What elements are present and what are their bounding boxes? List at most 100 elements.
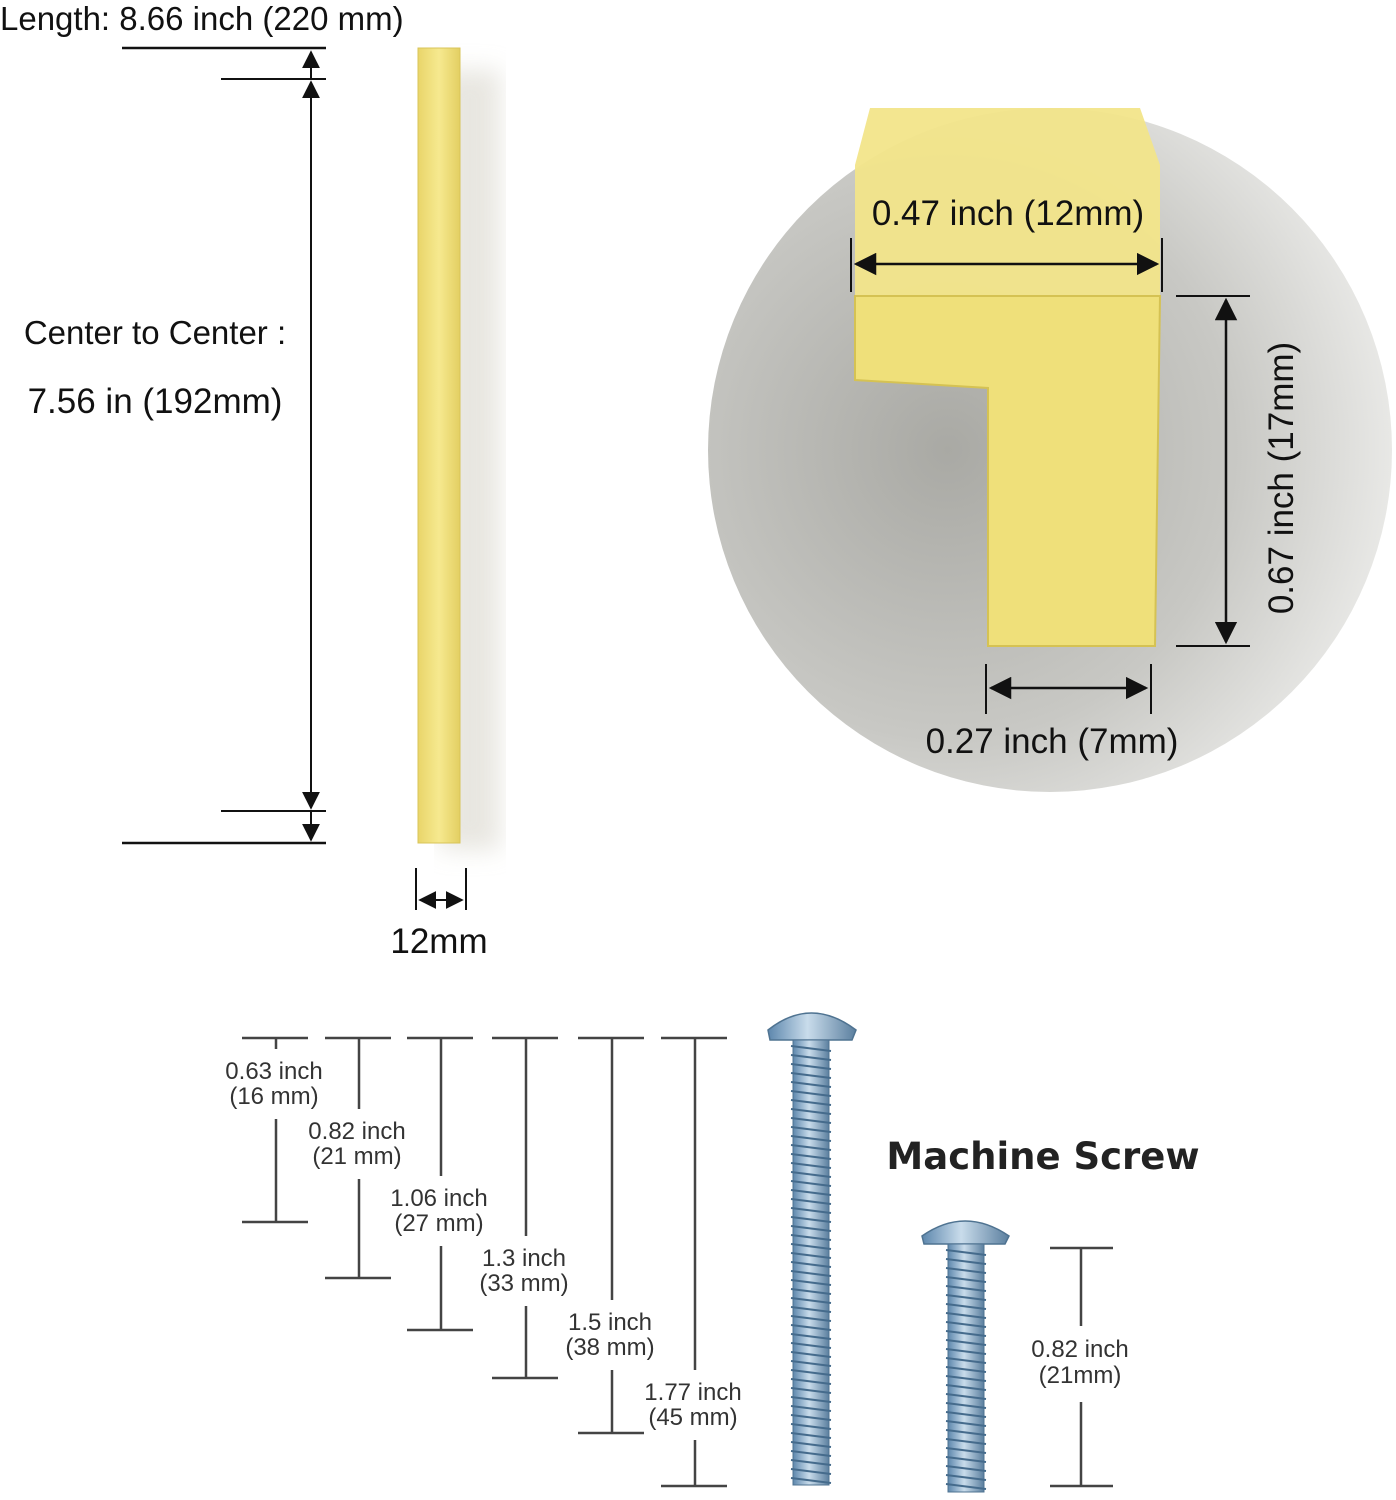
screw-thread — [945, 1321, 987, 1328]
screw-thread — [945, 1483, 987, 1490]
screw-thread — [945, 1456, 987, 1463]
screw-thread — [790, 1369, 832, 1376]
profile-l-shape — [854, 295, 1162, 647]
profile-height-label: 0.67 inch (17mm) — [1262, 342, 1301, 614]
screw-length-mm-label: (38 mm) — [565, 1334, 654, 1361]
screw-thread — [790, 1207, 832, 1214]
long-screw — [767, 1012, 857, 1486]
screw-thread — [790, 1234, 832, 1241]
long-screw-threads — [790, 1045, 832, 1484]
screw-thread — [945, 1330, 987, 1337]
screw-thread — [945, 1366, 987, 1373]
screw-length-mm-label: (33 mm) — [479, 1270, 568, 1297]
handle-bar — [417, 47, 461, 844]
screw-thread — [790, 1153, 832, 1160]
screw-thread — [790, 1243, 832, 1250]
screw-thread — [945, 1339, 987, 1346]
profile-bottom-width-label: 0.27 inch (7mm) — [926, 722, 1179, 761]
profile-top-face — [855, 108, 1160, 296]
screw-thread — [790, 1180, 832, 1187]
screw-thread — [945, 1276, 987, 1283]
screw-thread — [790, 1306, 832, 1313]
screw-thread — [945, 1357, 987, 1364]
screw-thread — [790, 1162, 832, 1169]
screw-thread — [790, 1126, 832, 1133]
screw-length-mm-label: (45 mm) — [648, 1404, 737, 1431]
screw-thread — [945, 1465, 987, 1472]
screw-thread — [945, 1348, 987, 1355]
screw-thread — [945, 1438, 987, 1445]
screw-thread — [945, 1249, 987, 1256]
handle-view: Length: 8.66 inch (220 mm) Center to Cen… — [0, 0, 500, 961]
screw-thread — [790, 1216, 832, 1223]
screw-thread — [790, 1414, 832, 1421]
short-screw-threads — [945, 1249, 987, 1490]
screw-thread — [790, 1441, 832, 1448]
profile-view: 0.47 inch (12mm) 0.67 inch (17mm) 0.27 i… — [708, 108, 1392, 792]
screw-thread — [945, 1285, 987, 1292]
center-label-line1: Center to Center : — [24, 314, 286, 351]
screw-thread — [790, 1099, 832, 1106]
screw-thread — [945, 1447, 987, 1454]
screw-thread — [790, 1360, 832, 1367]
screw-length-mm-label: (21 mm) — [312, 1143, 401, 1170]
short-screw-head — [921, 1220, 1010, 1245]
screw-thread — [945, 1294, 987, 1301]
screw-length-inch-label: 0.82 inch — [308, 1118, 405, 1145]
screw-thread — [790, 1477, 832, 1484]
screw-thread — [790, 1468, 832, 1475]
screw-thread — [790, 1252, 832, 1259]
screw-thread — [790, 1144, 832, 1151]
screw-thread — [945, 1258, 987, 1265]
screw-length-inch-label: 0.63 inch — [225, 1058, 322, 1085]
screw-thread — [790, 1342, 832, 1349]
screw-thread — [945, 1402, 987, 1409]
screw-length-inch-label: 1.06 inch — [390, 1185, 487, 1212]
screw-thread — [790, 1450, 832, 1457]
screw-thread — [790, 1423, 832, 1430]
screw-thread — [790, 1225, 832, 1232]
screw-thread — [790, 1432, 832, 1439]
screw-thread — [790, 1045, 832, 1052]
short-screw: 0.82 inch (21mm) — [921, 1220, 1129, 1493]
screw-thread — [790, 1054, 832, 1061]
width-label: 12mm — [390, 922, 487, 961]
screw-thread — [790, 1081, 832, 1088]
screw-thread — [790, 1351, 832, 1358]
screw-thread — [945, 1384, 987, 1391]
screw-thread — [790, 1378, 832, 1385]
short-screw-inch-label: 0.82 inch — [1031, 1336, 1128, 1363]
screw-thread — [790, 1261, 832, 1268]
screw-thread — [790, 1189, 832, 1196]
screw-thread — [790, 1324, 832, 1331]
screw-thread — [790, 1117, 832, 1124]
screw-thread — [790, 1198, 832, 1205]
screw-thread — [945, 1420, 987, 1427]
machine-screw-title: Machine Screw — [886, 1135, 1199, 1178]
screw-thread — [945, 1303, 987, 1310]
screw-thread — [945, 1375, 987, 1382]
screw-thread — [790, 1396, 832, 1403]
screw-thread — [790, 1288, 832, 1295]
long-screw-head — [767, 1012, 857, 1041]
screw-thread — [790, 1063, 832, 1070]
screw-thread — [945, 1393, 987, 1400]
screw-thread — [945, 1312, 987, 1319]
screw-length-ladder: 0.63 inch(16 mm) 0.82 inch(21 mm) 1.06 inc… — [225, 1036, 742, 1488]
screw-length-mm-label: (27 mm) — [394, 1210, 483, 1237]
screw-length-inch-label: 1.3 inch — [482, 1245, 566, 1272]
screw-thread — [790, 1171, 832, 1178]
center-label-line2: 7.56 in (192mm) — [28, 382, 283, 421]
screw-thread — [945, 1267, 987, 1274]
screw-length-mm-label: (16 mm) — [229, 1083, 318, 1110]
screw-thread — [790, 1072, 832, 1079]
screw-thread — [945, 1474, 987, 1481]
screw-thread — [945, 1429, 987, 1436]
screw-thread — [790, 1297, 832, 1304]
screw-thread — [790, 1315, 832, 1322]
screw-thread — [790, 1090, 832, 1097]
length-label: Length: 8.66 inch (220 mm) — [0, 0, 404, 37]
profile-top-width-label: 0.47 inch (12mm) — [872, 194, 1144, 233]
screw-thread — [790, 1405, 832, 1412]
